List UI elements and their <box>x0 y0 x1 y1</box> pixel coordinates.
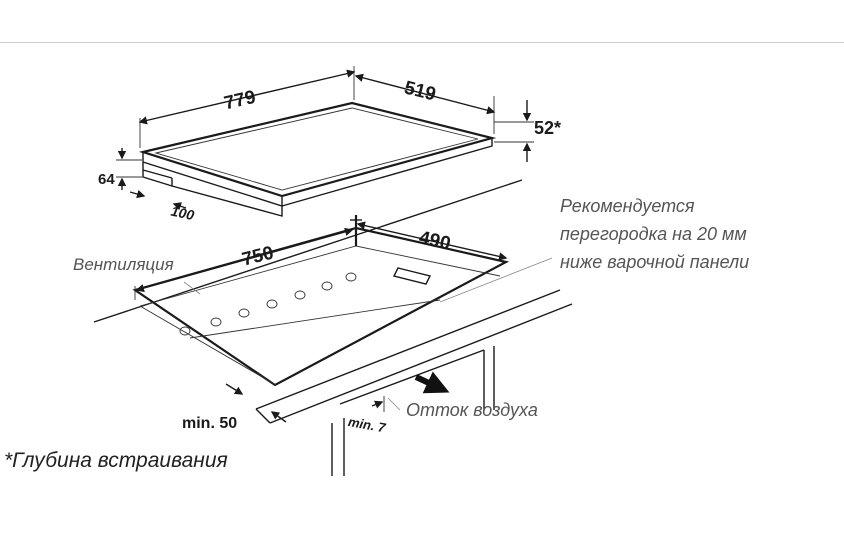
air-outflow-label: Отток воздуха <box>406 400 538 420</box>
worktop-outline <box>93 179 573 424</box>
dim-line-min-front-gap <box>225 383 287 423</box>
dim-min-front-gap: min. 50 <box>182 415 237 432</box>
hob-outline <box>138 101 497 217</box>
ventilation-label: Вентиляция <box>73 255 174 274</box>
footnote: *Глубина встраивания <box>4 449 228 472</box>
dim-min-rear-gap: min. 7 <box>347 414 387 435</box>
dim-line-hob-width <box>138 66 356 148</box>
cabinet-outline <box>331 346 495 476</box>
air-outflow-arrow <box>414 371 450 394</box>
ventilation-leader <box>183 281 201 295</box>
partition-bracket <box>392 267 432 285</box>
dim-line-cutout-depth <box>356 221 508 261</box>
partition-note-line2: перегородка на 20 мм <box>560 224 747 244</box>
dim-hob-height: 52* <box>534 118 561 138</box>
top-divider <box>0 42 844 43</box>
dim-hob-width: 779 <box>222 87 258 115</box>
dim-cutout-width: 750 <box>240 242 276 270</box>
dim-line-front-height <box>116 148 142 190</box>
partition-note-line3: ниже варочной панели <box>560 252 749 272</box>
dim-line-front-offset <box>129 190 187 211</box>
dim-hob-depth: 519 <box>402 77 438 105</box>
dim-line-min-rear-gap <box>371 396 385 412</box>
dim-line-hob-height <box>494 100 534 162</box>
dim-front-offset: 100 <box>169 203 195 224</box>
dim-line-cutout-width <box>134 227 354 300</box>
cutout-outline <box>132 226 510 387</box>
partition-note-leader <box>439 257 553 303</box>
dim-cutout-depth: 490 <box>417 227 453 255</box>
partition-note-line1: Рекомендуется <box>560 196 695 216</box>
dim-line-hob-depth <box>354 73 496 134</box>
dim-front-height: 64 <box>98 171 115 188</box>
